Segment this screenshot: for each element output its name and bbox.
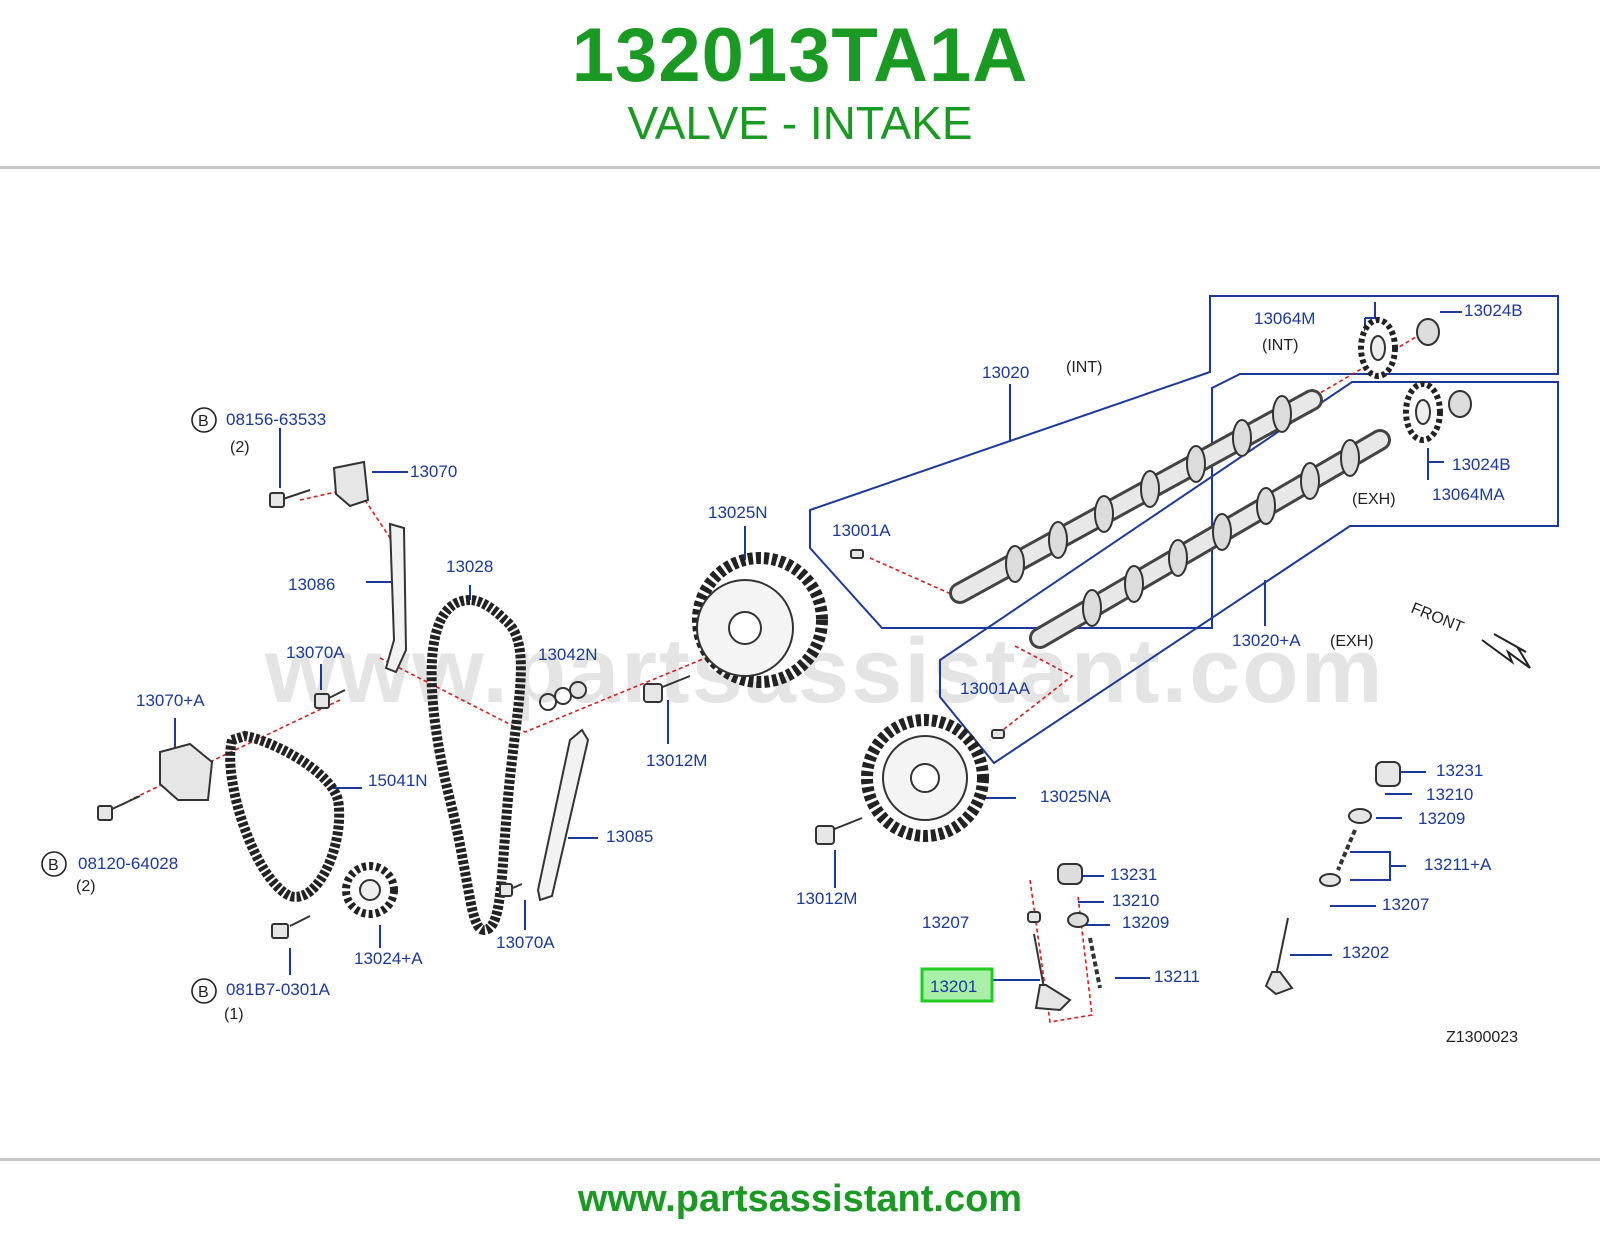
- exh-note-2: (EXH): [1330, 633, 1374, 650]
- callout-08120-64028[interactable]: 08120-64028: [78, 854, 178, 873]
- callout-13001aa[interactable]: 13001AA: [960, 679, 1031, 698]
- b-circle-icon-2: B: [41, 851, 67, 877]
- int-note-2: (INT): [1262, 337, 1298, 354]
- callout-13231-left[interactable]: 13231: [1110, 865, 1157, 884]
- footer-divider: [0, 1158, 1600, 1161]
- camshaft-boxes: [809, 295, 1559, 765]
- callout-13064m[interactable]: 13064M: [1254, 309, 1315, 328]
- callout-13070a-upper[interactable]: 13070A: [286, 643, 345, 662]
- callout-13210-left[interactable]: 13210: [1112, 891, 1159, 910]
- header-divider: [0, 166, 1600, 169]
- svg-text:B: B: [48, 857, 59, 874]
- cam-caps: [1416, 318, 1472, 418]
- footer-url[interactable]: www.partsassistant.com: [577, 1178, 1023, 1220]
- callout-13201-selected[interactable]: 13201: [930, 977, 977, 996]
- callout-13231-right[interactable]: 13231: [1436, 761, 1483, 780]
- callout-081b7-0301a[interactable]: 081B7-0301A: [226, 980, 331, 999]
- intake-camshaft: [949, 389, 1323, 604]
- timing-chain-15041n: [225, 730, 345, 902]
- callout-13070-plus-a[interactable]: 13070+A: [136, 691, 205, 710]
- chain-guides: [384, 522, 590, 902]
- exhaust-valve-13202: [1264, 761, 1401, 996]
- b-circle-icon-1: B: [191, 407, 217, 433]
- callout-13209-left[interactable]: 13209: [1122, 913, 1169, 932]
- exh-note-1: (EXH): [1352, 491, 1396, 508]
- callout-08156-63533[interactable]: 08156-63533: [226, 410, 326, 429]
- callout-13064ma[interactable]: 13064MA: [1432, 485, 1505, 504]
- qty-081b7-0301a: (1): [224, 1006, 244, 1023]
- callout-13024-plus-a[interactable]: 13024+A: [354, 949, 423, 968]
- callout-13207-right[interactable]: 13207: [1382, 895, 1429, 914]
- callout-15041n[interactable]: 15041N: [368, 771, 428, 790]
- callout-13207-left[interactable]: 13207: [922, 913, 969, 932]
- valve-spring-left: [1057, 863, 1102, 989]
- callout-13042n[interactable]: 13042N: [538, 645, 598, 664]
- int-note-1: (INT): [1066, 359, 1102, 376]
- bolts: [97, 489, 1005, 939]
- callout-13024b-lower[interactable]: 13024B: [1452, 455, 1511, 474]
- callout-13202[interactable]: 13202: [1342, 943, 1389, 962]
- callout-13070[interactable]: 13070: [410, 462, 457, 481]
- header: 132013TA1A VALVE - INTAKE: [0, 0, 1600, 170]
- qty-08156-63533: (2): [230, 439, 250, 456]
- callout-13024b-upper[interactable]: 13024B: [1464, 301, 1523, 320]
- callout-13070a-lower[interactable]: 13070A: [496, 933, 555, 952]
- sprocket-13064ma: [1403, 381, 1443, 443]
- timing-chain-13028: [426, 594, 526, 936]
- part-name: VALVE - INTAKE: [627, 97, 973, 149]
- callout-13012m-left[interactable]: 13012M: [646, 751, 707, 770]
- callout-13028[interactable]: 13028: [446, 557, 493, 576]
- callout-13020[interactable]: 13020: [982, 363, 1029, 382]
- cam-sprocket-13025na: [861, 714, 989, 842]
- svg-text:B: B: [198, 413, 209, 430]
- highlight-box: [920, 967, 994, 1003]
- callout-13211[interactable]: 13211: [1154, 967, 1200, 986]
- tensioners: [159, 460, 370, 801]
- callout-13012m-right[interactable]: 13012M: [796, 889, 857, 908]
- cam-sprocket-13025n: [692, 552, 828, 688]
- qty-08120-64028: (2): [76, 878, 96, 895]
- callout-13001a[interactable]: 13001A: [832, 521, 891, 540]
- callout-13025n[interactable]: 13025N: [708, 503, 768, 522]
- callout-13085[interactable]: 13085: [606, 827, 653, 846]
- callout-13025na[interactable]: 13025NA: [1040, 787, 1112, 806]
- front-label: FRONT: [1409, 600, 1467, 636]
- svg-text:B: B: [198, 984, 209, 1001]
- callout-13209-right[interactable]: 13209: [1418, 809, 1465, 828]
- b-circle-icon-3: B: [191, 978, 217, 1004]
- callout-13086[interactable]: 13086: [288, 575, 335, 594]
- callout-13211-plus-a[interactable]: 13211+A: [1424, 855, 1492, 874]
- callout-13210-right[interactable]: 13210: [1426, 785, 1473, 804]
- sprocket-13064m: [1358, 317, 1398, 379]
- intake-valve-13201: [1027, 911, 1072, 1012]
- diagram-code: Z1300023: [1446, 1029, 1518, 1046]
- part-number: 132013TA1A: [571, 13, 1029, 98]
- callout-13020-plus-a[interactable]: 13020+A: [1232, 631, 1301, 650]
- front-arrow-icon: [1481, 633, 1531, 669]
- exhaust-camshaft: [1029, 429, 1391, 649]
- crank-sprocket-13024a: [342, 862, 398, 918]
- valve-spring-right: [1336, 829, 1357, 871]
